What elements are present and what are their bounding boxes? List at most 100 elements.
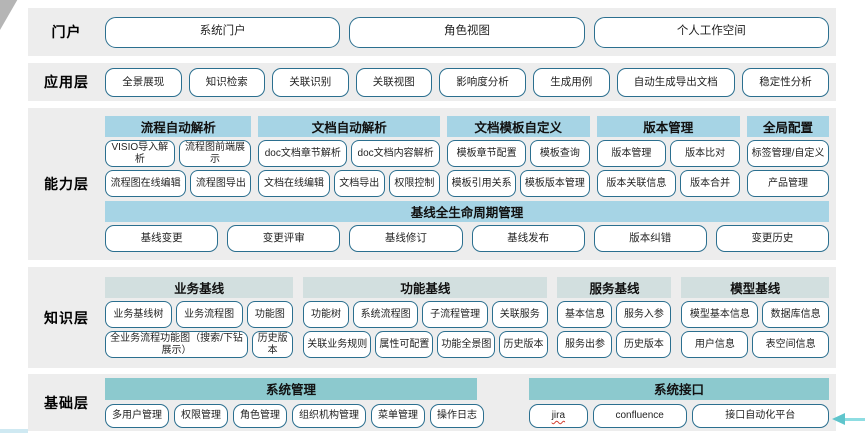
diagram-node: 基线发布 — [471, 225, 585, 252]
capability-groups: 流程自动解析 VISIO导入解析 流程图前端展示 流程图在线编辑 流程图导出 文… — [105, 116, 829, 197]
arrow-tail — [845, 417, 865, 421]
diagram-node: 用户信息 — [681, 331, 749, 358]
group-doc-auto-parse: 文档自动解析 doc文档章节解析 doc文档内容解析 文档在线编辑 文档导出 权… — [258, 116, 440, 197]
group-row: 服务出参 历史版本 — [557, 331, 672, 358]
group-function-baseline: 功能基线 功能树 系统流程图 子流程管理 关联服务 关联业务规则 属性可配置 功… — [303, 277, 548, 358]
layer-label-application: 应用层 — [44, 74, 89, 90]
diagram-node: 稳定性分析 — [742, 67, 829, 97]
teal-left-arrow — [832, 413, 865, 425]
layer-label-capability: 能力层 — [44, 176, 89, 192]
diagram-node: 服务入参 — [616, 301, 672, 328]
diagram-node: 子流程管理 — [422, 301, 488, 328]
group-header: 功能基线 — [303, 277, 548, 298]
diagram-node: 业务流程图 — [175, 301, 243, 328]
capability-content: 流程自动解析 VISIO导入解析 流程图前端展示 流程图在线编辑 流程图导出 文… — [105, 108, 836, 260]
diagram-node: 文档在线编辑 — [258, 170, 330, 197]
group-header: 版本管理 — [596, 116, 740, 137]
diagram-node: doc文档章节解析 — [258, 140, 348, 167]
diagram-node: 操作日志 — [430, 403, 484, 428]
diagram-node: 基本信息 — [557, 301, 613, 328]
node-confluence: confluence — [592, 403, 687, 428]
arrow-head-icon — [832, 413, 845, 425]
diagram-node: 多用户管理 — [105, 403, 169, 428]
knowledge-groups: 业务基线 业务基线树 业务流程图 功能图 全业务流程功能图（搜索/下钻展示） 历… — [105, 277, 829, 358]
group-header: 流程自动解析 — [105, 116, 252, 137]
group-row: 基本信息 服务入参 — [557, 301, 672, 328]
group-row: doc文档章节解析 doc文档内容解析 — [258, 140, 440, 167]
diagram-node: 标签管理/自定义 — [747, 140, 829, 167]
group-header: 模型基线 — [681, 277, 829, 298]
group-model-baseline: 模型基线 模型基本信息 数据库信息 用户信息 表空间信息 — [681, 277, 829, 358]
layer-band-foundation: 基础层 系统管理 多用户管理 权限管理 角色管理 组织机构管理 菜单管理 操作日… — [28, 374, 836, 431]
diagram-node: 版本纠错 — [593, 225, 707, 252]
diagram-node: 属性可配置 — [375, 331, 434, 358]
diagram-node: 关联识别 — [272, 67, 349, 97]
group-row: 产品管理 — [747, 170, 829, 197]
diagram-node: 影响度分析 — [439, 67, 526, 97]
group-row: jira confluence 接口自动化平台 — [529, 403, 829, 428]
diagram-node: 基线修订 — [349, 225, 463, 252]
group-row: 模型基本信息 数据库信息 — [681, 301, 829, 328]
diagram-node: 知识检索 — [188, 67, 265, 97]
portal-node-row: 系统门户 角色视图 个人工作空间 — [105, 8, 836, 56]
group-row: VISIO导入解析 流程图前端展示 — [105, 140, 252, 167]
diagram-node: 服务出参 — [557, 331, 613, 358]
diagram-node: 文档导出 — [333, 170, 385, 197]
diagram-node: 组织机构管理 — [292, 403, 366, 428]
diagram-node: 自动生成导出文档 — [616, 67, 735, 97]
diagram-node: 全业务流程功能图（搜索/下钻展示） — [105, 331, 249, 358]
group-doc-template-custom: 文档模板自定义 模板章节配置 模板查询 模板引用关系 模板版本管理 — [446, 116, 590, 197]
diagram-node: 数据库信息 — [762, 301, 829, 328]
diagram-node: 接口自动化平台 — [691, 403, 829, 428]
diagram-node: VISIO导入解析 — [105, 140, 175, 167]
layer-band-application: 应用层 全景展现 知识检索 关联识别 关联视图 影响度分析 生成用例 自动生成导… — [28, 63, 836, 101]
diagram-node: 版本管理 — [596, 140, 667, 167]
knowledge-content: 业务基线 业务基线树 业务流程图 功能图 全业务流程功能图（搜索/下钻展示） 历… — [105, 267, 836, 368]
layer-band-portal: 门户 系统门户 角色视图 个人工作空间 — [28, 8, 836, 56]
diagram-node: 业务基线树 — [105, 301, 172, 328]
diagram-node: 流程图导出 — [190, 170, 252, 197]
node-jira: jira — [529, 403, 588, 428]
diagram-node: 功能图 — [246, 301, 294, 328]
group-system-management: 系统管理 多用户管理 权限管理 角色管理 组织机构管理 菜单管理 操作日志 — [105, 377, 484, 428]
group-row: 功能树 系统流程图 子流程管理 关联服务 — [303, 301, 548, 328]
group-row: 版本关联信息 版本合并 — [596, 170, 740, 197]
diagram-node: 系统门户 — [105, 16, 341, 48]
group-row: 模板引用关系 模板版本管理 — [446, 170, 590, 197]
diagram-node: 基线变更 — [105, 225, 219, 252]
diagram-node: 个人工作空间 — [593, 16, 829, 48]
diagram-node: 角色视图 — [349, 16, 585, 48]
diagram-node: 历史版本 — [616, 331, 672, 358]
diagram-node: 权限控制 — [388, 170, 440, 197]
diagram-node: 流程图前端展示 — [178, 140, 252, 167]
diagram-node: 变更评审 — [227, 225, 341, 252]
diagram-node: doc文档内容解析 — [351, 140, 440, 167]
group-row: 关联业务规则 属性可配置 功能全景图 历史版本 — [303, 331, 548, 358]
group-process-auto-parse: 流程自动解析 VISIO导入解析 流程图前端展示 流程图在线编辑 流程图导出 — [105, 116, 252, 197]
layer-band-knowledge: 知识层 业务基线 业务基线树 业务流程图 功能图 全业务流程功能图（搜索/下钻展… — [28, 267, 836, 368]
group-business-baseline: 业务基线 业务基线树 业务流程图 功能图 全业务流程功能图（搜索/下钻展示） 历… — [105, 277, 294, 358]
group-header: 文档模板自定义 — [446, 116, 590, 137]
layer-label-portal: 门户 — [51, 24, 82, 40]
diagram-node: 系统流程图 — [352, 301, 419, 328]
diagram-node: 模型基本信息 — [681, 301, 759, 328]
diagram-node: 历史版本 — [252, 331, 294, 358]
group-row: 用户信息 表空间信息 — [681, 331, 829, 358]
diagram-node: 流程图在线编辑 — [105, 170, 187, 197]
diagram-node: 表空间信息 — [752, 331, 829, 358]
group-header: 全局配置 — [747, 116, 829, 137]
diagram-node: 历史版本 — [499, 331, 548, 358]
group-row: 版本管理 版本比对 — [596, 140, 740, 167]
layer-band-capability: 能力层 流程自动解析 VISIO导入解析 流程图前端展示 流程图在线编辑 流程图… — [28, 108, 836, 260]
group-header: 基线全生命周期管理 — [105, 201, 829, 222]
diagram-node: 功能全景图 — [437, 331, 496, 358]
diagram-node: 模板章节配置 — [446, 140, 527, 167]
diagram-node: 菜单管理 — [371, 403, 425, 428]
group-system-interface: 系统接口 jira confluence 接口自动化平台 — [529, 377, 829, 428]
diagram-node: 模板版本管理 — [520, 170, 590, 197]
group-header: 文档自动解析 — [258, 116, 440, 137]
group-row: 文档在线编辑 文档导出 权限控制 — [258, 170, 440, 197]
diagram-node: 生成用例 — [533, 67, 610, 97]
layer-label-foundation: 基础层 — [44, 394, 89, 411]
